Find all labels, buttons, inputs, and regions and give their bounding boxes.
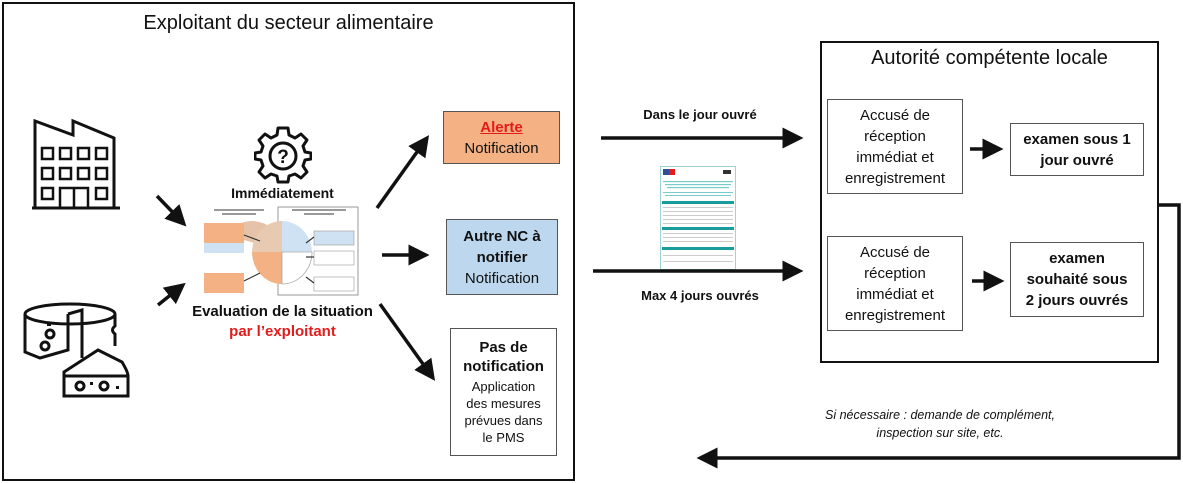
receipt-box-2: Accusé de réception immédiat et enregist…	[827, 236, 963, 331]
no-notification-detail-4: le PMS	[482, 430, 525, 445]
exam-box-1: examen sous 1 jour ouvré	[1010, 123, 1144, 176]
alert-notification-box: Alerte Notification	[443, 111, 560, 164]
factory-icon	[30, 118, 124, 210]
no-notification-title-1: Pas de	[479, 339, 528, 356]
notification-form-thumbnail	[660, 166, 736, 270]
receipt-2-line-1: Accusé de	[859, 243, 931, 261]
other-nc-title-2: notifier	[476, 248, 528, 266]
other-nc-title-1: Autre NC à	[463, 227, 541, 245]
operator-panel-title: Exploitant du secteur alimentaire	[143, 12, 434, 34]
receipt-1-line-3: immédiat et	[856, 148, 934, 166]
decision-tree-thumbnail	[200, 205, 360, 297]
receipt-2-line-2: réception	[864, 264, 926, 282]
no-notification-box: Pas de notification Application des mesu…	[450, 328, 557, 456]
exam-2-line-3: 2 jours ouvrés	[1025, 292, 1129, 309]
receipt-2-line-4: enregistrement	[844, 306, 946, 324]
evaluation-actor-label: par l’exploitant	[229, 323, 336, 340]
feedback-note: Si nécessaire : demande de complément, i…	[800, 406, 1080, 442]
receipt-2-line-3: immédiat et	[856, 285, 934, 303]
feedback-line-2: inspection sur site, etc.	[876, 426, 1004, 440]
alert-subtitle: Notification	[464, 139, 539, 157]
alert-title: Alerte	[480, 118, 523, 136]
exam-2-line-1: examen	[1049, 250, 1105, 267]
evaluation-label: Evaluation de la situation	[192, 303, 373, 320]
feedback-line-1: Si nécessaire : demande de complément,	[825, 408, 1055, 422]
flow-label-same-day: Dans le jour ouvré	[643, 107, 757, 122]
receipt-1-line-1: Accusé de	[859, 106, 931, 124]
other-nc-subtitle: Notification	[464, 269, 540, 287]
exam-box-2: examen souhaité sous 2 jours ouvrés	[1010, 242, 1144, 317]
receipt-1-line-4: enregistrement	[844, 169, 946, 187]
no-notification-detail-3: prévues dans	[464, 413, 543, 428]
timing-label: Immédiatement	[231, 185, 334, 201]
receipt-1-line-2: réception	[864, 127, 926, 145]
cheese-icon	[20, 302, 132, 398]
no-notification-detail-2: des mesures	[466, 396, 541, 411]
authority-panel-title: Autorité compétente locale	[871, 47, 1108, 69]
exam-1-line-1: examen sous 1	[1023, 130, 1131, 148]
gear-question-icon: ?	[253, 126, 313, 184]
no-notification-detail-1: Application	[471, 379, 536, 394]
receipt-box-1: Accusé de réception immédiat et enregist…	[827, 99, 963, 194]
svg-text:?: ?	[277, 147, 289, 168]
other-nc-notification-box: Autre NC à notifier Notification	[446, 219, 558, 295]
exam-1-line-2: jour ouvré	[1040, 151, 1114, 169]
flow-label-max-4-days: Max 4 jours ouvrés	[641, 288, 759, 303]
exam-2-line-2: souhaité sous	[1026, 271, 1128, 288]
no-notification-title-2: notification	[463, 358, 544, 375]
